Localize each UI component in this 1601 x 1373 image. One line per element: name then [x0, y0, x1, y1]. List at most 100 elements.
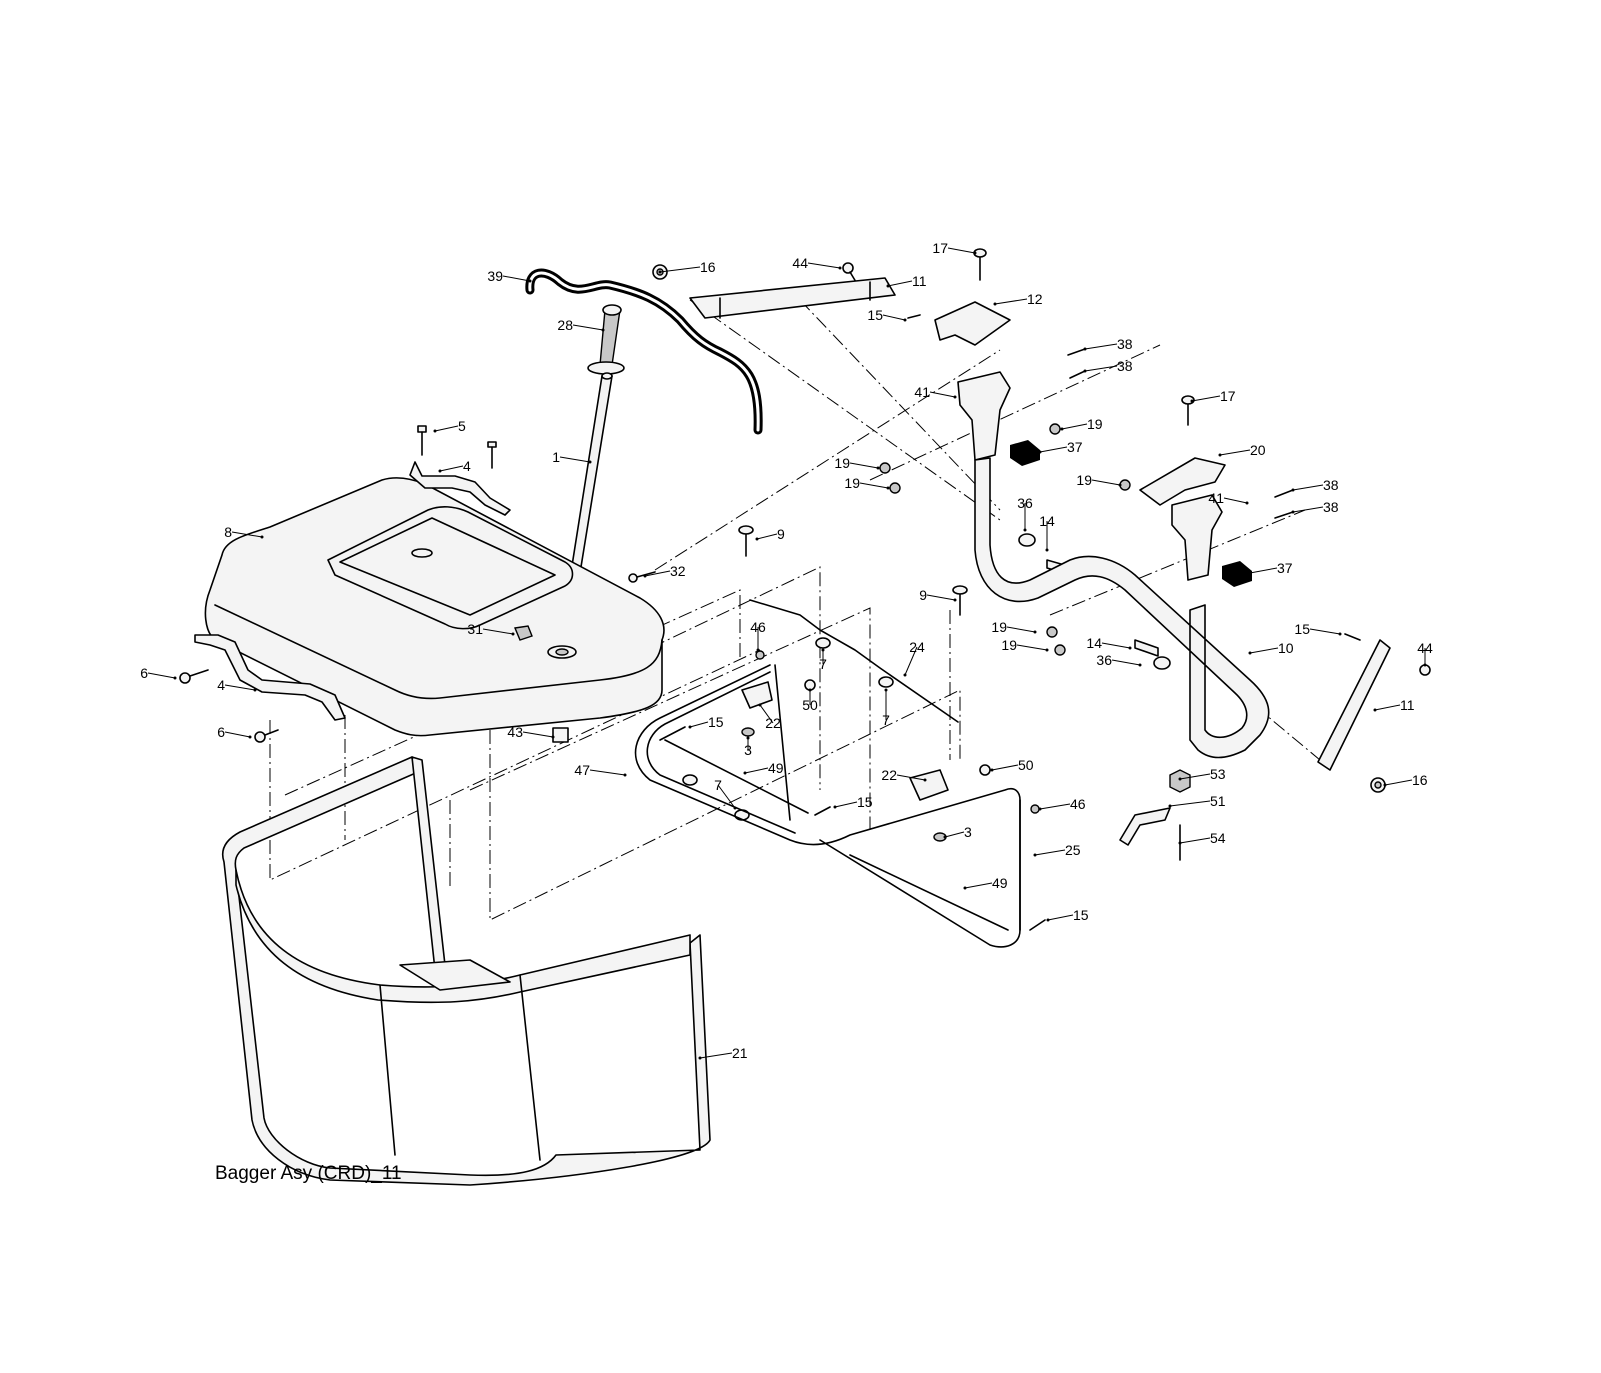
callout-label: 17	[1220, 388, 1236, 404]
callout-8: 8	[224, 524, 264, 540]
callout-label: 14	[1086, 635, 1102, 651]
callout-label: 22	[881, 767, 897, 783]
callout-7: 7	[714, 777, 737, 810]
callout-19: 19	[1001, 637, 1049, 653]
callout-label: 16	[1412, 772, 1428, 788]
callout-54: 54	[1178, 830, 1226, 846]
callout-label: 7	[714, 777, 722, 793]
callout-14: 14	[1086, 635, 1132, 651]
callout-label: 1	[552, 449, 560, 465]
callout-15: 15	[833, 794, 873, 810]
callout-label: 49	[768, 760, 784, 776]
callout-3: 3	[943, 824, 972, 840]
bagger-lid-8	[204, 477, 665, 737]
callout-label: 14	[1039, 513, 1055, 529]
callout-17: 17	[1190, 388, 1236, 404]
clip-12	[934, 301, 1011, 346]
callout-label: 54	[1210, 830, 1226, 846]
rod-24	[749, 599, 959, 723]
callout-label: 3	[744, 742, 752, 758]
callout-label: 41	[914, 384, 930, 400]
bracket-22-lower	[909, 769, 949, 801]
callout-label: 28	[557, 317, 573, 333]
callout-label: 15	[1073, 907, 1089, 923]
handle-bracket-4-upper	[409, 461, 511, 516]
callout-label: 17	[932, 240, 948, 256]
hitch-assembly	[1119, 769, 1191, 861]
callout-label: 22	[765, 715, 781, 731]
callout-38: 38	[1083, 358, 1133, 374]
callout-19: 19	[1076, 472, 1122, 488]
callout-label: 15	[1294, 621, 1310, 637]
callout-10: 10	[1248, 640, 1294, 656]
frame-47	[634, 664, 1021, 948]
callout-label: 19	[1087, 416, 1103, 432]
callout-32: 32	[643, 563, 686, 579]
callout-label: 19	[1001, 637, 1017, 653]
callout-46: 46	[750, 619, 766, 652]
callout-label: 7	[819, 656, 827, 672]
callout-14: 14	[1039, 513, 1055, 552]
callout-25: 25	[1033, 842, 1081, 858]
bag-21	[221, 756, 711, 1186]
callout-label: 37	[1277, 560, 1293, 576]
callout-36: 36	[1096, 652, 1142, 668]
callout-21: 21	[698, 1045, 748, 1061]
callout-22: 22	[758, 703, 781, 731]
callout-11: 11	[886, 273, 927, 289]
callout-1: 1	[552, 449, 592, 465]
callout-label: 25	[1065, 842, 1081, 858]
callout-4: 4	[438, 458, 471, 474]
callout-19: 19	[834, 455, 880, 471]
callout-44: 44	[792, 255, 842, 271]
callout-label: 5	[458, 418, 466, 434]
callout-label: 20	[1250, 442, 1266, 458]
callout-label: 44	[1417, 640, 1433, 656]
callout-label: 38	[1117, 358, 1133, 374]
callout-41: 41	[1208, 490, 1249, 506]
callout-22: 22	[881, 767, 927, 783]
callout-label: 39	[487, 268, 503, 284]
callout-50: 50	[990, 757, 1034, 773]
callout-label: 15	[708, 714, 724, 730]
callout-12: 12	[993, 291, 1043, 307]
callout-label: 12	[1027, 291, 1043, 307]
handle-bracket-4-lower	[194, 634, 346, 721]
rubber-block-37-upper	[1010, 440, 1040, 466]
bar-49-upper	[664, 739, 809, 814]
callout-37: 37	[1248, 560, 1293, 576]
callout-label: 47	[574, 762, 590, 778]
bracket-plate-11-lower	[1317, 639, 1391, 771]
callout-label: 43	[507, 724, 523, 740]
callout-label: 38	[1323, 477, 1339, 493]
callout-4: 4	[217, 677, 257, 693]
callout-label: 9	[777, 526, 785, 542]
bracket-41-lower	[1171, 494, 1223, 581]
callout-47: 47	[574, 762, 627, 778]
callout-label: 4	[217, 677, 225, 693]
frame-25	[774, 664, 1021, 931]
callout-label: 6	[140, 665, 148, 681]
assembly-guide-lines	[269, 299, 1321, 921]
callout-38: 38	[1083, 336, 1133, 352]
callout-label: 4	[463, 458, 471, 474]
bracket-41-upper	[957, 371, 1011, 461]
bar-49-lower	[849, 854, 1009, 931]
clip-20	[1139, 457, 1226, 506]
callout-19: 19	[991, 619, 1037, 635]
callout-44: 44	[1417, 640, 1433, 667]
callout-label: 8	[224, 524, 232, 540]
callout-label: 36	[1096, 652, 1112, 668]
callout-51: 51	[1168, 793, 1226, 809]
callout-label: 51	[1210, 793, 1226, 809]
callout-15: 15	[1294, 621, 1342, 637]
grip-28	[587, 304, 625, 375]
callout-label: 41	[1208, 490, 1224, 506]
diagram-caption: Bagger Asy (CRD)_11	[215, 1163, 402, 1184]
callout-label: 50	[1018, 757, 1034, 773]
callout-label: 49	[992, 875, 1008, 891]
callout-3: 3	[744, 736, 752, 758]
callout-41: 41	[914, 384, 957, 400]
